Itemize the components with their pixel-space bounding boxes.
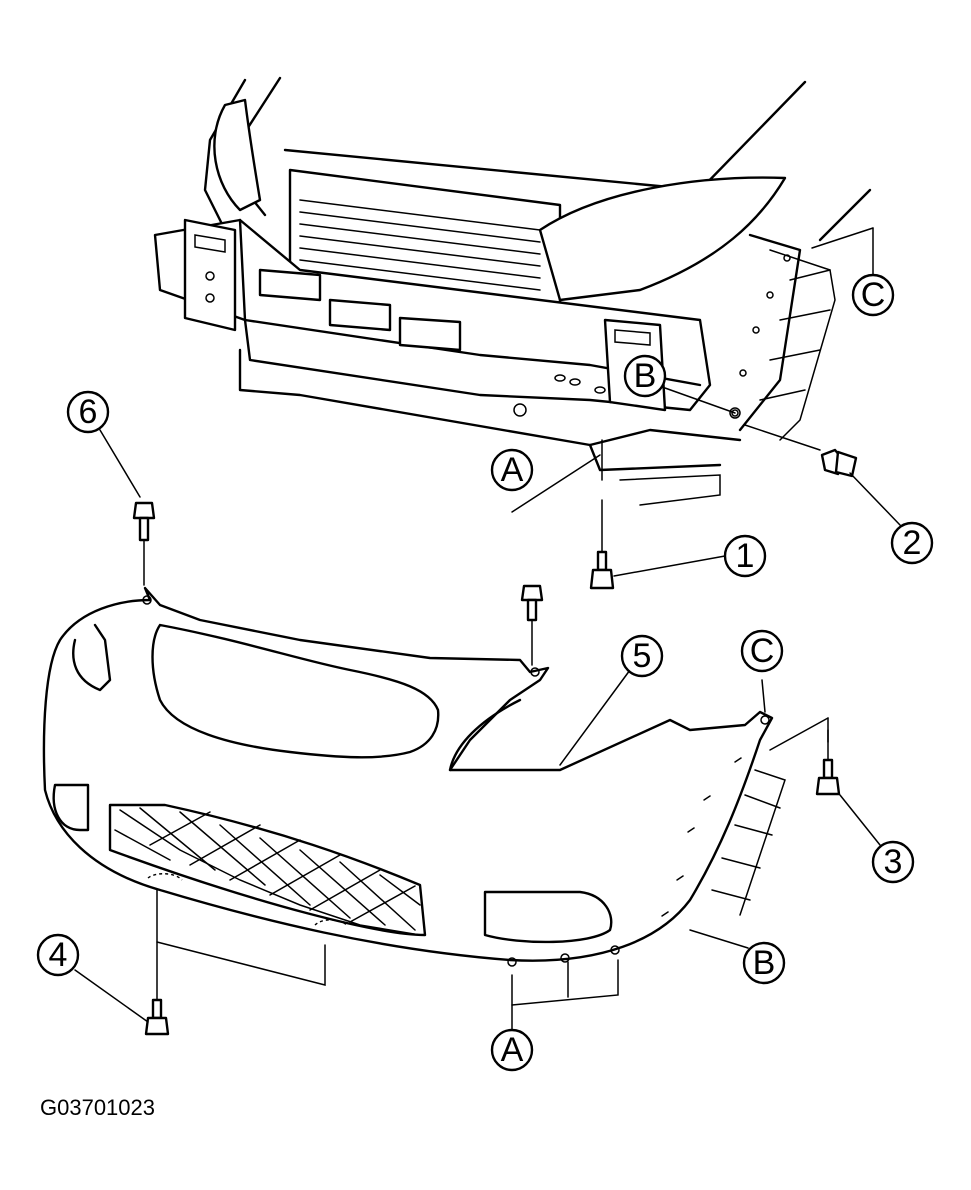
side-clip-holes bbox=[661, 757, 742, 917]
bolt-4 bbox=[144, 889, 170, 1036]
callout-c-top: C bbox=[851, 273, 895, 317]
callout-b-top-label: B bbox=[634, 357, 657, 395]
callout-3-label: 3 bbox=[884, 843, 903, 881]
callout-b-bottom-label: B bbox=[753, 944, 776, 982]
callout-a-top-label: A bbox=[501, 451, 524, 489]
callout-2: 2 bbox=[890, 521, 934, 565]
leader-lines bbox=[74, 227, 901, 1031]
callout-a-bottom-label: A bbox=[501, 1031, 524, 1069]
callout-3: 3 bbox=[871, 840, 915, 884]
clip-2 bbox=[820, 448, 858, 478]
callout-1: 1 bbox=[723, 534, 767, 578]
callout-c-top-label: C bbox=[861, 276, 886, 314]
callout-5: 5 bbox=[620, 634, 664, 678]
figure-code: G03701023 bbox=[40, 1095, 155, 1120]
callout-c-bottom-label: C bbox=[750, 632, 775, 670]
lower-fender-liner bbox=[711, 769, 786, 916]
bolt-center-top bbox=[520, 584, 544, 666]
callout-6-label: 6 bbox=[79, 393, 98, 431]
bolt-1 bbox=[589, 439, 615, 590]
callout-b-bottom: B bbox=[742, 941, 786, 985]
callout-2-label: 2 bbox=[903, 524, 922, 562]
callout-c-bottom: C bbox=[740, 629, 784, 673]
bolt-6 bbox=[132, 501, 156, 586]
callout-a-bottom: A bbox=[490, 1028, 534, 1072]
fender-liner bbox=[759, 269, 831, 401]
callout-1-label: 1 bbox=[736, 537, 755, 575]
front-bumper-cover bbox=[42, 586, 786, 967]
callout-4: 4 bbox=[36, 933, 80, 977]
callout-5-label: 5 bbox=[633, 637, 652, 675]
lower-grille-mesh bbox=[114, 807, 421, 936]
fender-clip-holes bbox=[731, 254, 791, 417]
callout-4-label: 4 bbox=[49, 936, 68, 974]
callout-b-top: B bbox=[623, 354, 667, 398]
callout-a-top: A bbox=[490, 448, 534, 492]
callout-6: 6 bbox=[66, 390, 110, 434]
bumper-reinforcement bbox=[153, 218, 741, 419]
bolt-3 bbox=[815, 729, 841, 796]
